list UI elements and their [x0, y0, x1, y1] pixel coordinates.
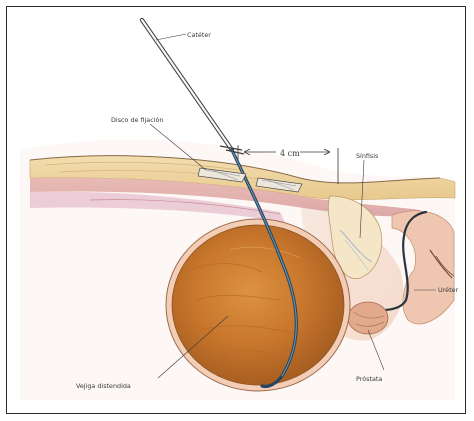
- label-disco-fijacion: Disco de fijación: [111, 116, 163, 124]
- leader-cateter: [156, 34, 186, 40]
- label-prostata: Próstata: [356, 375, 382, 383]
- label-vejiga: Vejiga distendida: [76, 382, 131, 390]
- label-cateter: Catéter: [187, 31, 211, 39]
- prostate-organ: [348, 302, 388, 334]
- label-ureter: Uréter: [438, 286, 459, 294]
- label-measure: 4 cm: [280, 149, 300, 158]
- label-sinfisis: Sínfisis: [356, 152, 379, 160]
- distended-bladder: [166, 219, 350, 391]
